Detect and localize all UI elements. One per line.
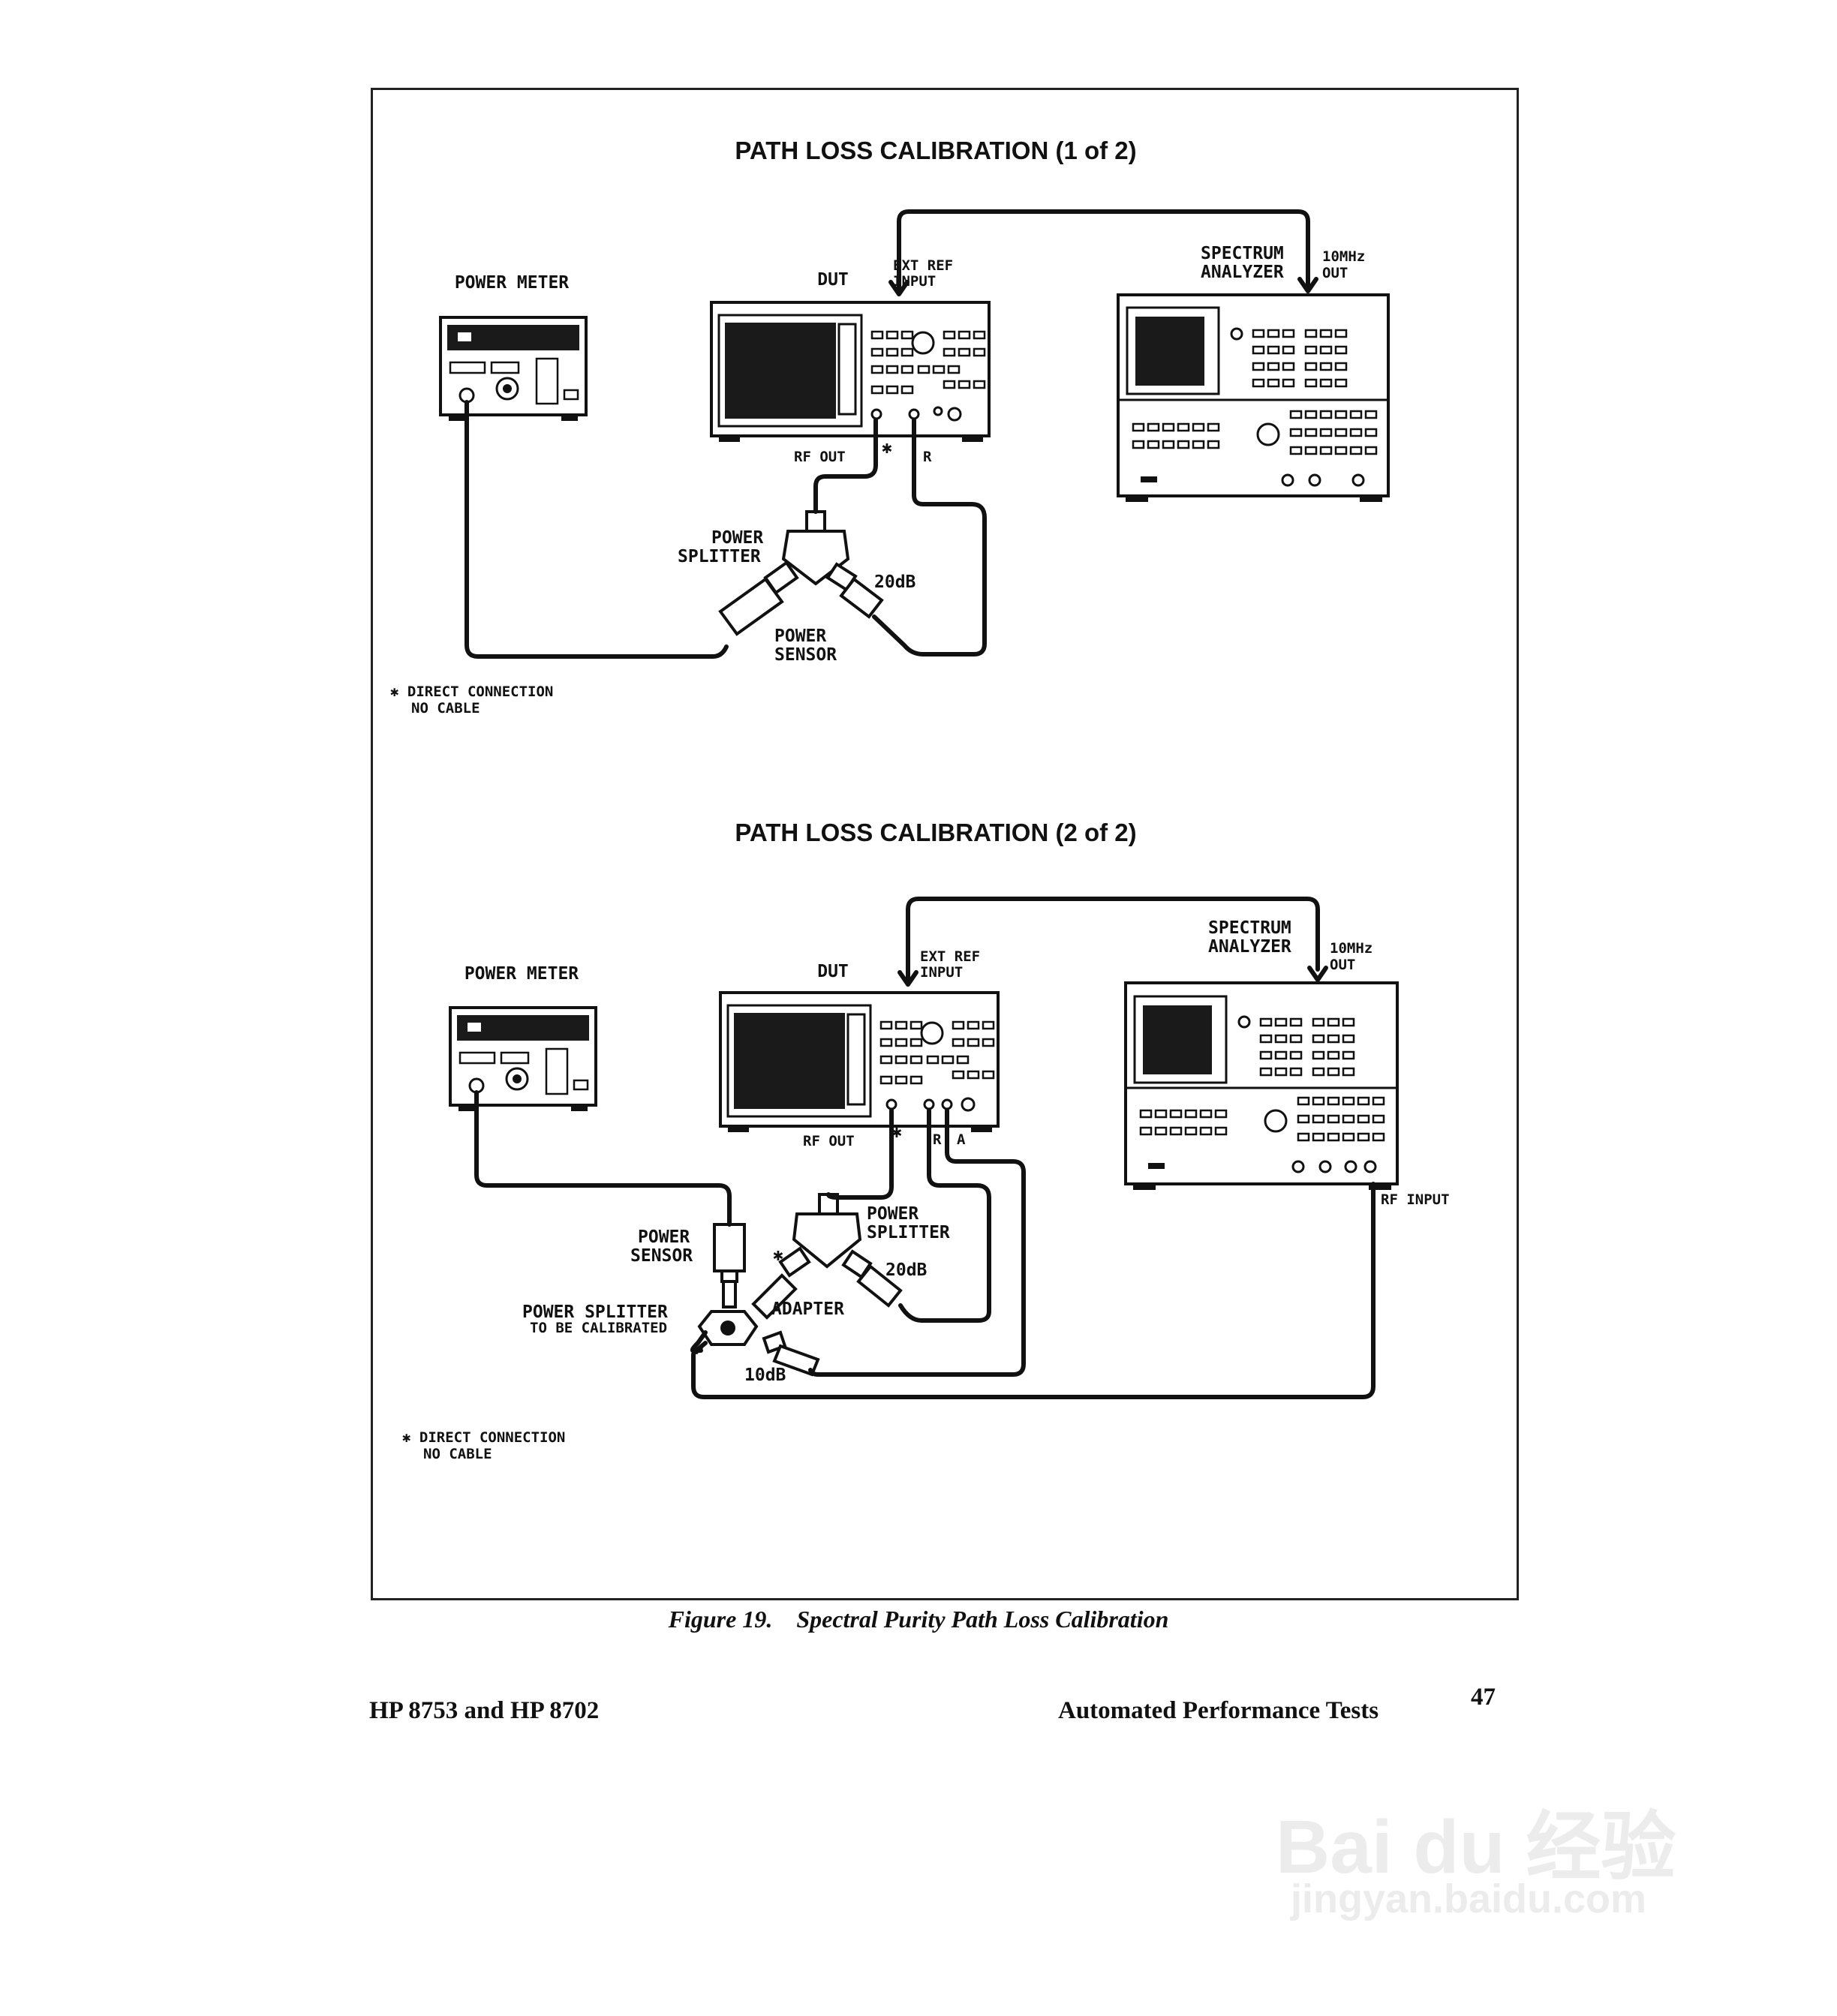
power-splitter-1: POWER SPLITTER 20dB POWER SENSOR xyxy=(678,510,916,665)
diagram-1-title: PATH LOSS CALIBRATION (1 of 2) xyxy=(735,137,1136,164)
watermark-url: jingyan.baidu.com xyxy=(1291,1876,1647,1921)
dut-label: DUT xyxy=(817,962,849,981)
power-splitter-2: POWER SPLITTER ✱ 20dB ADAPTER xyxy=(751,1193,950,1320)
power-sensor-cable-2 xyxy=(474,1090,732,1227)
note-line-1: ✱ DIRECT CONNECTION xyxy=(402,1429,565,1446)
spectrum-label-2: ANALYZER xyxy=(1201,263,1284,282)
rf-input-cable-2 xyxy=(691,1182,1375,1399)
power-meter-2: POWER METER xyxy=(449,964,597,1111)
direct-connection-star: ✱ xyxy=(882,438,892,458)
out-label-1: 10MHz xyxy=(1330,940,1372,957)
diagram-1: PATH LOSS CALIBRATION (1 of 2) POWER MET… xyxy=(390,137,1390,717)
page-number: 47 xyxy=(1471,1684,1496,1711)
power-meter-label: POWER METER xyxy=(465,964,579,984)
power-meter-1: POWER METER xyxy=(439,273,588,421)
attenuator-20db-label: 20dB xyxy=(885,1260,928,1280)
out-arrow-1 xyxy=(1297,277,1318,293)
r-port-label: R xyxy=(923,449,932,465)
figure-caption: Figure 19. Spectral Purity Path Loss Cal… xyxy=(668,1606,1169,1633)
spectrum-label-2: ANALYZER xyxy=(1208,937,1291,957)
spectrum-analyzer-1: SPECTRUM ANALYZER 10MHz OUT xyxy=(1117,244,1390,502)
note-line-1: ✱ DIRECT CONNECTION xyxy=(390,684,553,700)
spectrum-label-1: SPECTRUM xyxy=(1201,244,1284,263)
out-label-2: OUT xyxy=(1330,957,1355,973)
ext-ref-label-1: EXT REF xyxy=(893,257,953,274)
note-line-2: NO CABLE xyxy=(423,1446,492,1462)
rf-out-label: RF OUT xyxy=(803,1133,855,1149)
dut-1: DUT EXT REF INPUT RF OUT ✱ R xyxy=(710,257,991,465)
note-line-2: NO CABLE xyxy=(411,700,480,717)
splitter-label-1: POWER xyxy=(711,528,763,548)
diagram-2: PATH LOSS CALIBRATION (2 of 2) POWER MET… xyxy=(402,819,1450,1462)
attenuator-10db-label: 10dB xyxy=(744,1366,786,1385)
sensor-label-2: SENSOR xyxy=(774,645,837,665)
ext-ref-cable-1 xyxy=(897,209,1310,295)
splitter-label-2: SPLITTER xyxy=(678,547,761,566)
footer-section: Automated Performance Tests xyxy=(1058,1697,1379,1724)
sensor-label-1: POWER xyxy=(774,626,826,646)
direct-connection-star: ✱ xyxy=(891,1122,902,1142)
ext-ref-arrow-1 xyxy=(888,280,909,296)
attenuator-20db-label: 20dB xyxy=(874,572,916,592)
r-port-cable-2 xyxy=(898,1108,991,1323)
watermark-logo: Bai du 经验 xyxy=(1276,1805,1676,1889)
direct-connection-star-2: ✱ xyxy=(773,1245,783,1265)
a-port-label: A xyxy=(957,1131,966,1148)
spectrum-label-1: SPECTRUM xyxy=(1208,918,1291,938)
power-sensor-2: POWER SENSOR xyxy=(630,1223,746,1308)
power-sensor-cable-1 xyxy=(465,400,729,659)
rf-out-cable-1 xyxy=(813,418,878,514)
a-port-cable-2 xyxy=(808,1108,1026,1377)
ext-ref-arrow-2 xyxy=(897,970,918,987)
ext-ref-cable-2 xyxy=(906,897,1320,987)
diagram-2-title: PATH LOSS CALIBRATION (2 of 2) xyxy=(735,819,1136,846)
cal-splitter-label-2: TO BE CALIBRATED xyxy=(530,1320,667,1336)
footer-product: HP 8753 and HP 8702 xyxy=(369,1697,600,1724)
rf-input-label: RF INPUT xyxy=(1381,1191,1450,1208)
cal-splitter-label-1: POWER SPLITTER xyxy=(522,1302,668,1322)
spectrum-analyzer-2: SPECTRUM ANALYZER 10MHz OUT xyxy=(1124,918,1450,1208)
dut-2: DUT EXT REF INPUT RF OUT ✱ R A xyxy=(719,948,1000,1149)
sensor-label-2: SENSOR xyxy=(630,1246,693,1266)
splitter-label-2: SPLITTER xyxy=(867,1223,950,1242)
ext-ref-label-1: EXT REF xyxy=(920,948,980,965)
r-port-label: R xyxy=(933,1131,942,1148)
sensor-label-1: POWER xyxy=(638,1227,690,1247)
out-label-2: OUT xyxy=(1322,265,1348,281)
out-arrow-2 xyxy=(1307,966,1328,982)
ext-ref-label-2: INPUT xyxy=(920,964,963,981)
r-port-cable-1 xyxy=(872,418,987,656)
rf-out-cable-2 xyxy=(826,1108,894,1200)
dut-label: DUT xyxy=(817,270,849,290)
rf-out-label: RF OUT xyxy=(794,449,846,465)
power-splitter-to-calibrate: POWER SPLITTER TO BE CALIBRATED 10dB xyxy=(522,1302,820,1385)
out-label-1: 10MHz xyxy=(1322,248,1365,265)
power-meter-label: POWER METER xyxy=(455,273,569,293)
splitter-label-1: POWER xyxy=(867,1204,918,1224)
figure-frame xyxy=(371,88,1519,1600)
adapter-label: ADAPTER xyxy=(771,1299,844,1319)
